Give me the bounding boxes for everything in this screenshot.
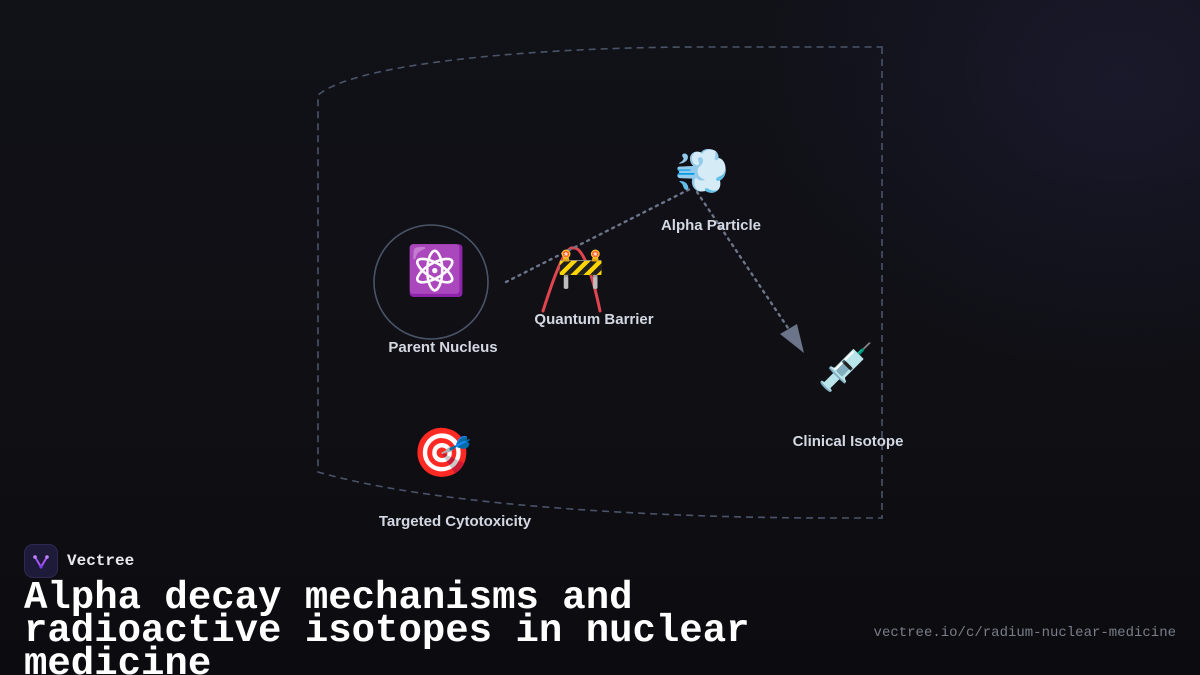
edge-alpha-to-isotope (695, 190, 794, 336)
page-title: Alpha decay mechanisms and radioactive i… (24, 576, 750, 675)
atom-symbol-icon: ⚛️ (406, 243, 466, 299)
source-url: vectree.io/c/radium-nuclear-medicine (873, 625, 1176, 641)
edge-arrowhead (780, 324, 804, 353)
dash-wind-icon: 💨 (674, 146, 730, 197)
brand: Vectree (24, 544, 134, 578)
vectree-logo-icon (24, 544, 58, 578)
alpha-particle-label: Alpha Particle (660, 217, 762, 234)
syringe-icon: 💉 (817, 340, 875, 394)
clinical-isotope-label: Clinical Isotope (792, 433, 904, 450)
quantum-barrier-curve (541, 246, 602, 313)
parent-nucleus-ring (373, 224, 489, 340)
direct-hit-target-icon: 🎯 (412, 425, 472, 481)
targeted-cytotoxicity-label: Targeted Cytotoxicity (378, 513, 532, 530)
quantum-barrier-label: Quantum Barrier (534, 311, 654, 328)
construction-barrier-icon: 🚧 (557, 246, 605, 290)
parent-nucleus-label: Parent Nucleus (388, 339, 498, 356)
edge-nucleus-to-alpha (504, 187, 692, 284)
brand-name: Vectree (67, 552, 135, 570)
